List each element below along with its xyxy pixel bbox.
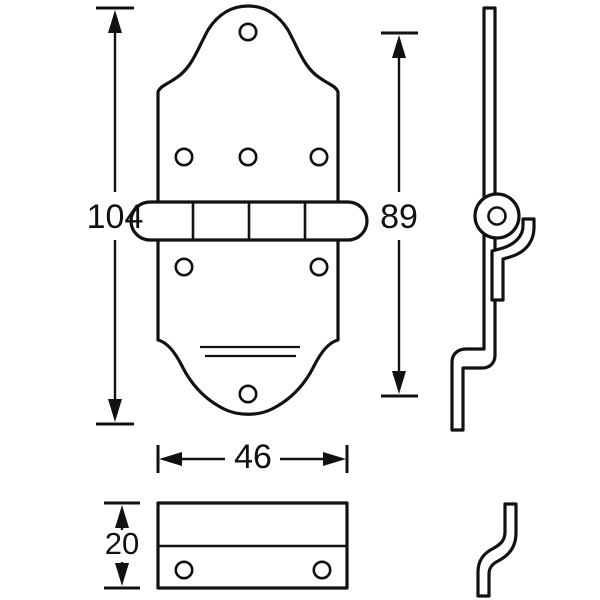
side-view-profile-outline [450, 6, 497, 432]
screw-hole-lower-left [174, 257, 194, 277]
screw-hole-upper-left [174, 147, 194, 167]
dim-46-arrow-right [323, 452, 346, 466]
bottom-side-view-group [476, 502, 518, 598]
dim-89-arrow-top [392, 35, 406, 58]
screw-hole-lower-right [309, 257, 329, 277]
screw-hole-top [238, 22, 258, 42]
dim-46-arrow-left [159, 452, 182, 466]
side-view-hook-leaf [490, 217, 536, 302]
bottom-side-profile-outline [476, 502, 518, 598]
dim-20-arrow-top [115, 505, 129, 528]
dim-89-label: 89 [380, 198, 418, 236]
bottom-plate-hole-right [312, 560, 332, 580]
front-view-group [129, 4, 369, 416]
screw-hole-upper-right [309, 147, 329, 167]
dimension-104-group: 104 [87, 6, 144, 426]
bottom-plate-hole-left [174, 560, 194, 580]
dimension-46-group: 46 [156, 438, 349, 476]
dim-89-arrow-bottom [392, 371, 406, 394]
dimension-89-group: 89 [380, 31, 418, 398]
side-view-group [450, 6, 536, 432]
dim-104-label: 104 [87, 198, 144, 236]
screw-hole-upper-center [238, 147, 258, 167]
side-view-pin-hole [487, 206, 507, 226]
dim-20-label: 20 [105, 526, 139, 561]
screw-hole-bottom [238, 384, 258, 404]
dim-104-arrow-top [108, 10, 122, 33]
dim-20-arrow-bottom [115, 563, 129, 586]
dim-46-label: 46 [234, 438, 272, 476]
dimension-20-group: 20 [104, 501, 140, 590]
bottom-plate-view-group [156, 501, 349, 590]
dim-104-arrow-bottom [108, 399, 122, 422]
